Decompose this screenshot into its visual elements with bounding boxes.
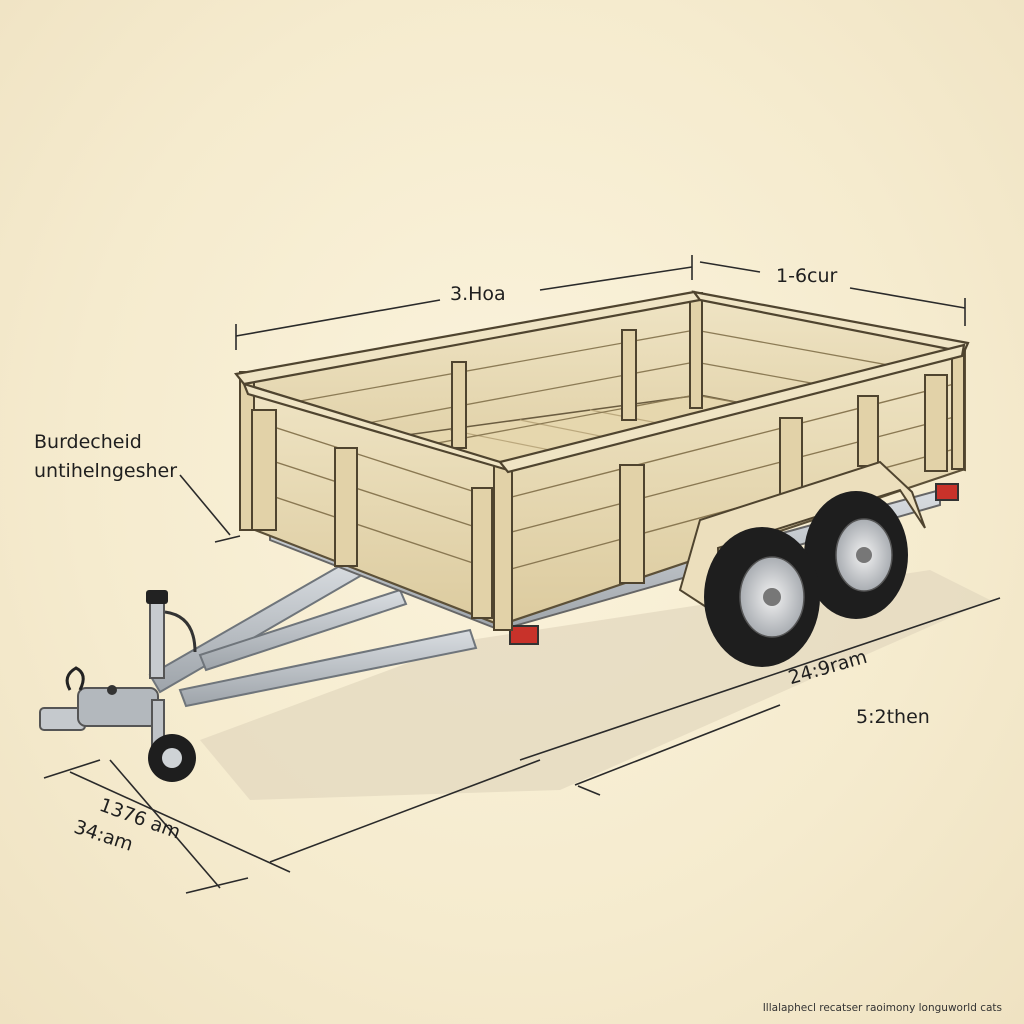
ground-length-label-2: 5:2then bbox=[856, 706, 930, 728]
credit-caption: Illalaphecl recatser raoimony longuworld… bbox=[762, 1002, 1002, 1014]
box-posts bbox=[239, 292, 965, 631]
dimension-lines bbox=[43, 255, 1001, 894]
tail-light-right bbox=[935, 483, 959, 501]
callout-text: Burdecheid untihelngesher bbox=[34, 428, 177, 486]
jockey-wheel-icon bbox=[146, 590, 197, 782]
wheel-icon-front bbox=[704, 527, 820, 667]
top-width-label: 1-6cur bbox=[776, 265, 838, 287]
hitch-icon bbox=[39, 666, 159, 731]
near-wall-planks bbox=[251, 381, 963, 573]
top-length-label: 3.Hoa bbox=[450, 283, 506, 305]
top-rails bbox=[233, 290, 970, 474]
tail-light-left bbox=[509, 625, 539, 645]
wheel-icon bbox=[804, 491, 908, 619]
callout-line-2: untihelngesher bbox=[34, 460, 178, 482]
drawbar bbox=[148, 558, 478, 708]
callout-line-1: Burdecheid bbox=[34, 431, 142, 453]
